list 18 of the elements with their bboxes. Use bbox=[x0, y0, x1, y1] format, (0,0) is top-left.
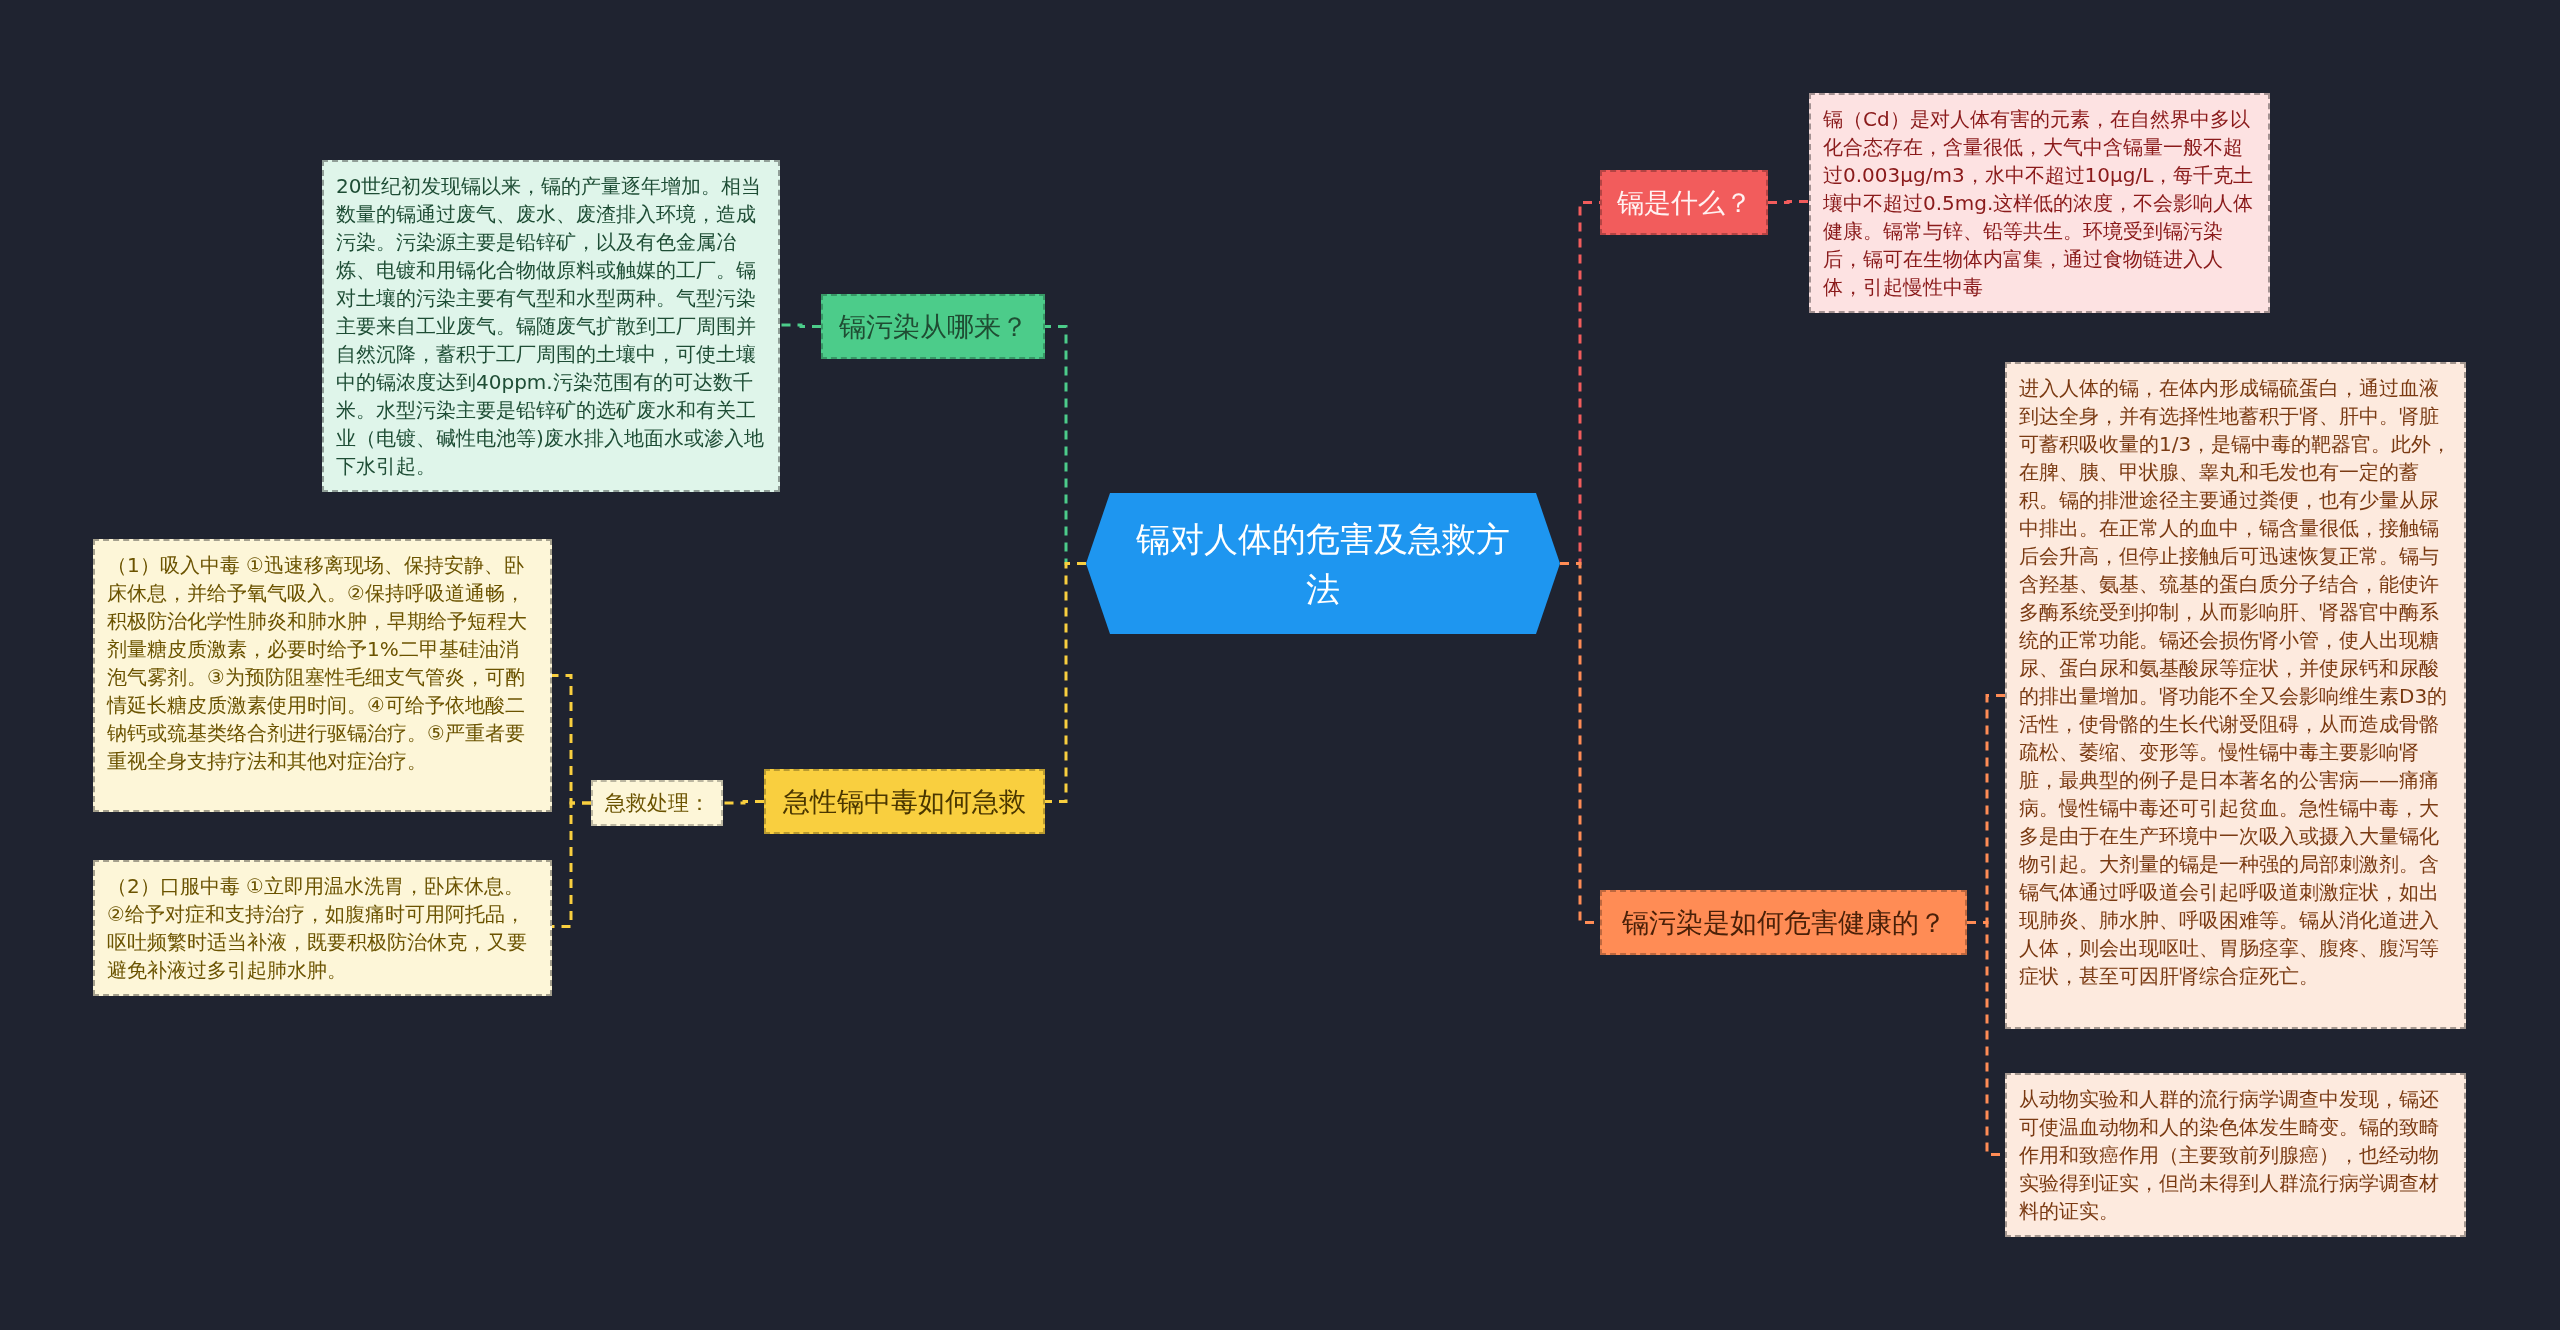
note-box: （2）口服中毒 ①立即用温水洗胃，卧床休息。②给予对症和支持治疗，如腹痛时可用阿托品，呕吐频繁时适当补液，既要积极防治休克，又要避免补液过多引起肺水肿。 bbox=[93, 860, 552, 996]
topic-box: 镉污染从哪来？ bbox=[821, 294, 1045, 359]
note-box: 进入人体的镉，在体内形成镉硫蛋白，通过血液到达全身，并有选择性地蓄积于肾、肝中。肾脏可蓄积吸收量的1/3，是镉中毒的靶器官。此外，在脾、胰、甲状腺、睾丸和毛发也有一定的蓄积。镉的排泄途径主要通过粪便，也有少量从尿中排出。在正常人的血中，镉含量很低，接触镉后会升高，但停止接触后可迅速恢复正常。镉与含羟基、氨基、巯基的蛋白质分子结合，能使许多酶系统受到抑制，从而影响肝、肾器官中酶系统的正常功能。镉还会损伤肾小管，使人出现糖尿、蛋白尿和氨基酸尿等症状，并使尿钙和尿酸的排出量增加。肾功能不全又会影响维生素D3的活性，使骨骼的生长代谢受阻碍，从而造成骨骼疏松、萎缩、变形等。慢性镉中毒主要影响肾脏，最典型的例子是日本著名的公害病——痛痛病。慢性镉中毒还可引起贫血。急性镉中毒，大多是由于在生产环境中一次吸入或摄入大量镉化物引起。大剂量的镉是一种强的局部刺激剂。含镉气体通过呼吸道会引起呼吸道刺激症状，如出现肺炎、肺水肿、呼吸困难等。镉从消化道进入人体，则会出现呕吐、胃肠痉挛、腹疼、腹泻等症状，甚至可因肝肾综合症死亡。 bbox=[2005, 362, 2466, 1029]
connector-line bbox=[1768, 200, 1809, 204]
note-box: 从动物实验和人群的流行病学调查中发现，镉还可使温血动物和人的染色体发生畸变。镉的致畸作用和致癌作用（主要致前列腺癌），也经动物实验得到证实，但尚未得到人群流行病学调查材料的证实。 bbox=[2005, 1073, 2466, 1237]
topic-box: 镉是什么？ bbox=[1600, 170, 1768, 235]
connector-line bbox=[1045, 562, 1086, 803]
topic-box: 急性镉中毒如何急救 bbox=[764, 769, 1045, 834]
central-topic-hexagon bbox=[1086, 493, 1560, 634]
note-box: （1）吸入中毒 ①迅速移离现场、保持安静、卧床休息，并给予氧气吸入。②保持呼吸道通畅，积极防治化学性肺炎和肺水肿，早期给予短程大剂量糖皮质激素，必要时给予1%二甲基硅油消泡气雾剂。③为预防阻塞性毛细支气管炎，可酌情延长糖皮质激素使用时间。④可给予依地酸二钠钙或巯基类络合剂进行驱镉治疗。⑤严重者要重视全身支持疗法和其他对症治疗。 bbox=[93, 539, 552, 812]
subtopic-box: 急救处理： bbox=[591, 780, 723, 826]
topic-title: 镉对人体的危害及急救方法 bbox=[1135, 517, 1511, 611]
note-box: 20世纪初发现镉以来，镉的产量逐年增加。相当数量的镉通过废气、废水、废渣排入环境，造成污染。污染源主要是铅锌矿，以及有色金属冶炼、电镀和用镉化合物做原料或触媒的工厂。镉对土壤的污染主要有气型和水型两种。气型污染主要来自工业废气。镉随废气扩散到工厂周围并自然沉降，蓄积于工厂周围的土壤中，可使土壤中的镉浓度达到40ppm.污染范围有的可达数千米。水型污染主要是铅锌矿的选矿废水和有关工业（电镀、碱性电池等)废水排入地面水或渗入地下水引起。 bbox=[322, 160, 780, 492]
connector-line bbox=[723, 800, 764, 805]
connector-line bbox=[780, 323, 821, 328]
topic-box: 镉污染是如何危害健康的？ bbox=[1600, 890, 1967, 955]
connector-line bbox=[552, 801, 591, 928]
note-box: 镉（Cd）是对人体有害的元素，在自然界中多以化合态存在，含量很低，大气中含镉量一般不超过0.003μg/m3，水中不超过10μg/L，每千克土壤中不超过0.5mg.这样低的浓度，不会影响人体健康。镉常与锌、铅等共生。环境受到镉污染后，镉可在生物体内富集，通过食物链进入人体，引起慢性中毒 bbox=[1809, 93, 2270, 313]
